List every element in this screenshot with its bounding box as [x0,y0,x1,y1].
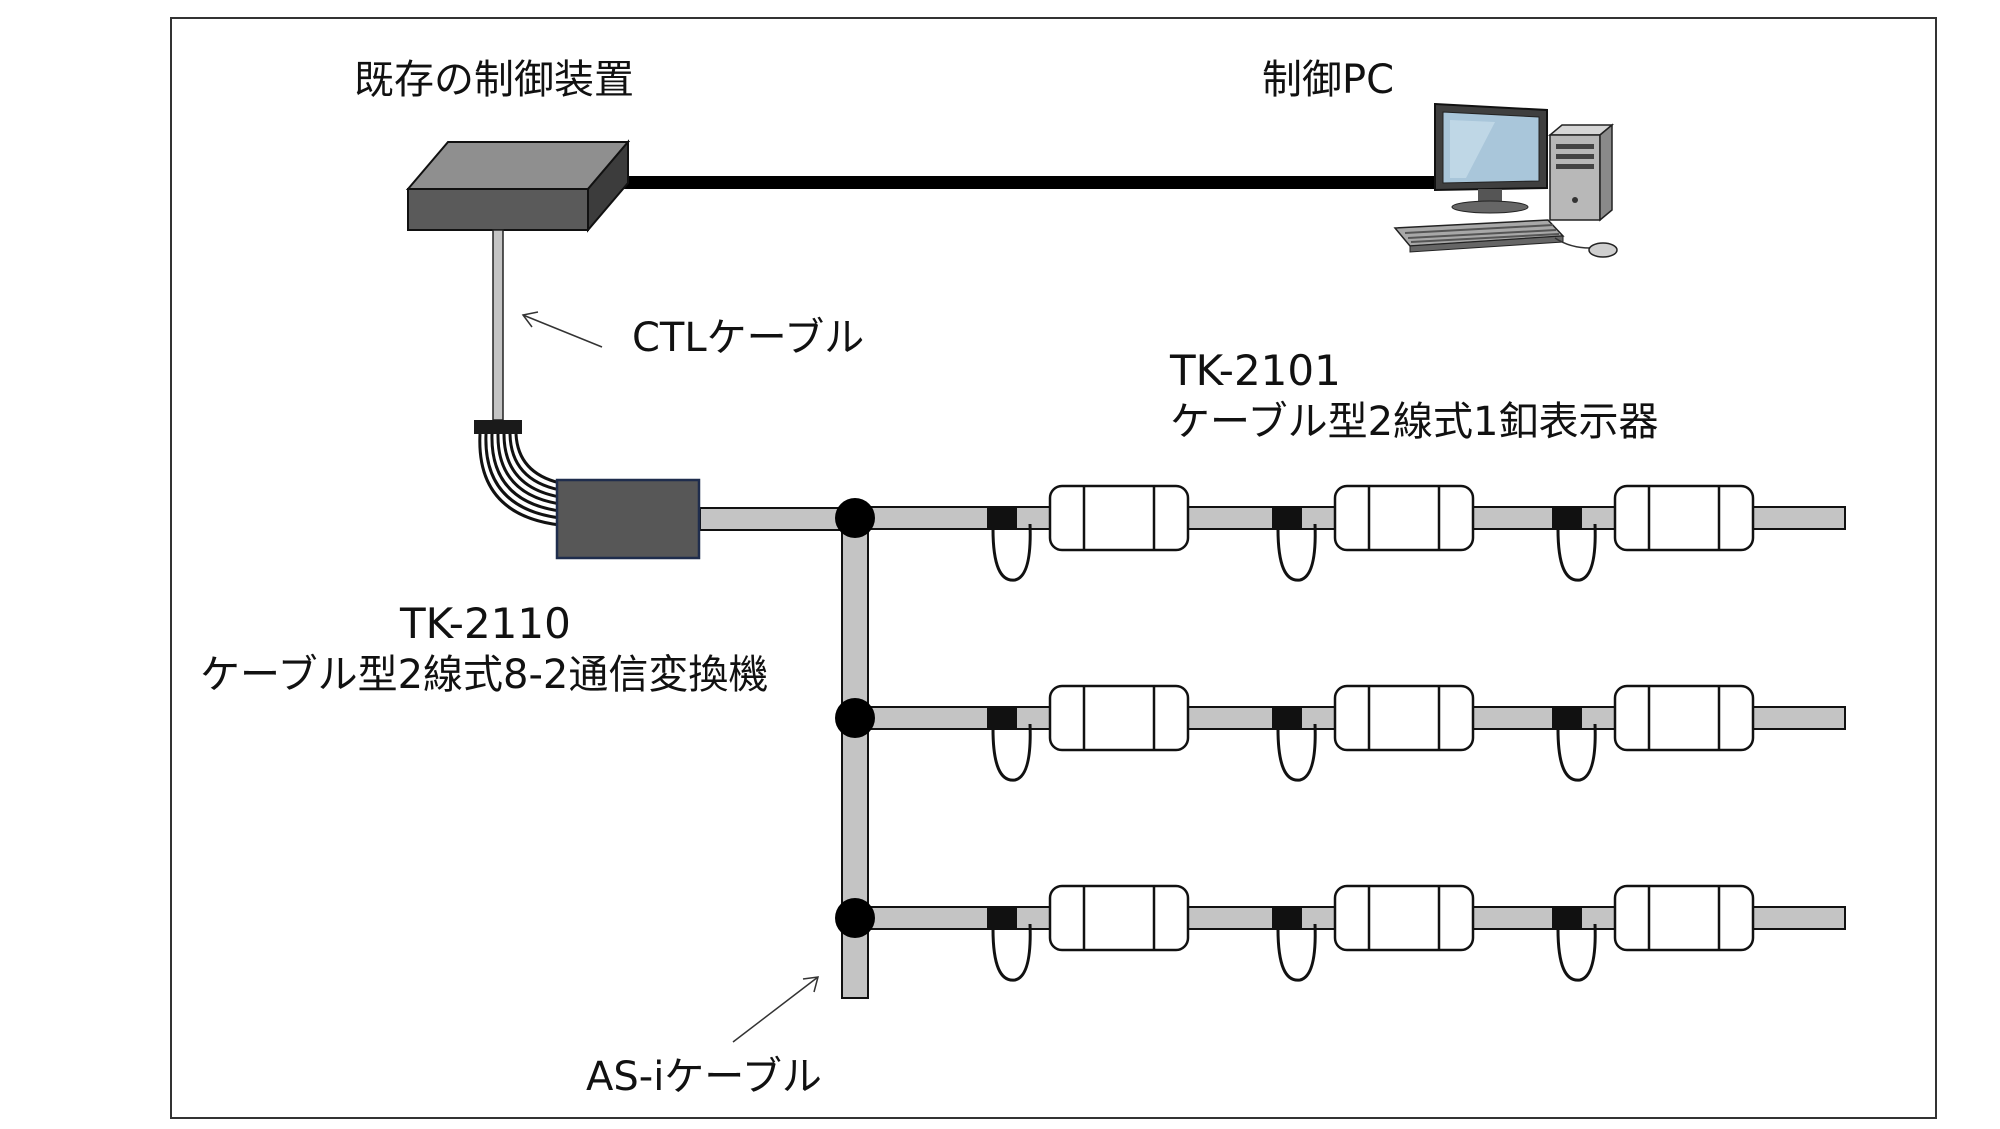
ctl-cable-label: CTLケーブル [632,315,865,361]
cable-clamp [987,707,1017,729]
cable-clamp [1272,907,1302,929]
display-body [1048,684,1190,752]
display-body [1333,884,1475,952]
pigtail-wire [1276,723,1317,782]
diagram-frame [170,17,1937,1119]
display-unit [1552,484,1755,582]
ctl-cable [492,229,504,421]
branch-row [835,484,1846,582]
display-model-label: TK-2101 [1170,346,1341,395]
junction-node [835,898,875,938]
pc-link-cable [620,176,1440,189]
junction-node [835,498,875,538]
ctl-connector [474,420,522,434]
converter-desc-label: ケーブル型2線式8-2通信変換機 [200,652,769,698]
pigtail-wire [1556,923,1597,982]
existing-controller-device [405,139,631,233]
display-body [1333,484,1475,552]
display-unit [1552,884,1755,982]
converter-cable [699,507,856,531]
junction-node [835,698,875,738]
display-unit [1272,484,1475,582]
display-body [1333,684,1475,752]
display-body [1613,484,1755,552]
pigtail-wire [1276,523,1317,582]
existing-controller-label: 既存の制御装置 [354,57,634,103]
converter-device [555,478,701,560]
converter-model-label: TK-2110 [400,599,571,648]
ctl-cable-arrow [521,311,603,348]
ctl-flat-cable [478,433,561,527]
asi-cable-label: AS-iケーブル [586,1054,822,1100]
control-pc-label: 制御PC [1262,57,1395,103]
cable-clamp [1272,707,1302,729]
display-body [1613,684,1755,752]
display-rows [835,484,1846,982]
control-pc-icon [1393,102,1618,258]
cable-clamp [1552,707,1582,729]
display-unit [987,884,1190,982]
pigtail-wire [991,723,1032,782]
asi-cable-arrow [732,976,820,1043]
cable-clamp [987,507,1017,529]
branch-row [835,884,1846,982]
cable-clamp [987,907,1017,929]
pigtail-wire [1556,723,1597,782]
cable-clamp [1272,507,1302,529]
display-unit [987,684,1190,782]
pigtail-wire [991,523,1032,582]
display-unit [1552,684,1755,782]
display-desc-label: ケーブル型2線式1釦表示器 [1170,399,1659,445]
pigtail-wire [1276,923,1317,982]
display-body [1048,484,1190,552]
cable-clamp [1552,907,1582,929]
pigtail-wire [991,923,1032,982]
cable-clamp [1552,507,1582,529]
pigtail-wire [1556,523,1597,582]
display-body [1048,884,1190,952]
display-unit [987,484,1190,582]
display-unit [1272,684,1475,782]
display-unit [1272,884,1475,982]
branch-row [835,684,1846,782]
display-body [1613,884,1755,952]
